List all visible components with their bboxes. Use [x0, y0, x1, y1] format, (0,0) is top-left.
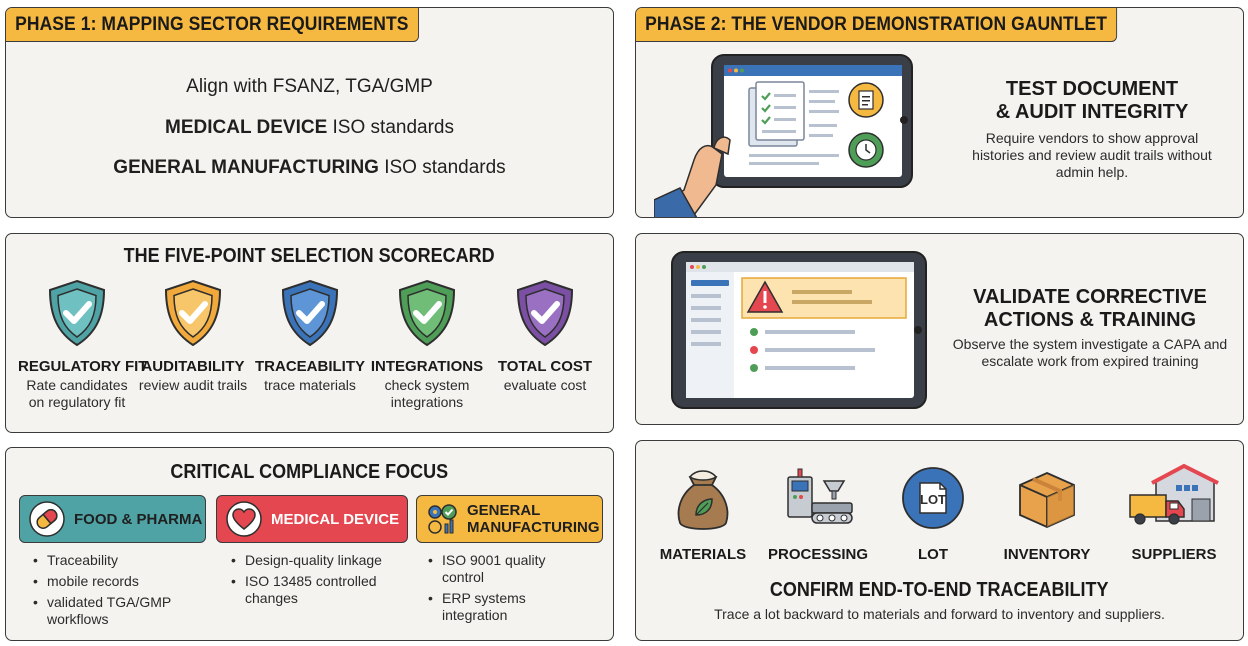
compliance-panel: CRITICAL COMPLIANCE FOCUS FOOD & PHARMA … — [5, 447, 614, 641]
criterion-desc: Rate candidates on regulatory fit — [26, 377, 128, 410]
shield-check-icon — [164, 279, 222, 347]
lot-badge-text: LOT — [920, 492, 946, 507]
traceability-title: CONFIRM END-TO-END TRACEABILITY — [770, 579, 1109, 601]
requirement-line-2: MEDICAL DEVICE ISO standards — [165, 117, 454, 138]
criterion-name: AUDITABILITY — [141, 358, 245, 375]
shield-check-icon — [398, 279, 456, 347]
shield-check-icon — [516, 279, 574, 347]
audit-desc: Require vendors to show approval histori… — [972, 130, 1212, 180]
flow-step-lot: LOT LOT — [878, 463, 988, 563]
requirement-line-1: Align with FSANZ, TGA/GMP — [186, 76, 433, 97]
criterion-desc: trace materials — [264, 377, 356, 393]
flow-label: PROCESSING — [767, 546, 869, 563]
flow-label: MATERIALS — [659, 546, 747, 563]
flow-step-suppliers: SUPPLIERS — [1119, 463, 1229, 563]
phase2-panel: PHASE 2: THE VENDOR DEMONSTRATION GAUNTL… — [635, 7, 1244, 218]
sector-name: GENERAL MANUFACTURING — [467, 502, 600, 536]
audit-title: TEST DOCUMENT & AUDIT INTEGRITY — [995, 78, 1189, 123]
truck-icon — [1129, 463, 1219, 525]
flow-step-inventory: INVENTORY — [992, 463, 1102, 563]
criterion-name: TRACEABILITY — [255, 358, 365, 375]
criterion-regulatory-fit: REGULATORY FIT Rate candidates on regula… — [18, 278, 148, 411]
flow-label: SUPPLIERS — [1131, 546, 1217, 563]
criterion-name: REGULATORY FIT — [18, 358, 148, 375]
phase2-label: PHASE 2: THE VENDOR DEMONSTRATION GAUNTL… — [636, 8, 1118, 42]
machine-icon — [787, 468, 853, 524]
flow-step-materials: MATERIALS — [648, 463, 758, 563]
capa-panel: VALIDATE CORRECTIVE ACTIONS & TRAINING O… — [635, 233, 1244, 425]
flow-label: LOT — [918, 546, 948, 563]
flow-label: INVENTORY — [1003, 546, 1091, 563]
sector-name: FOOD & PHARMA — [74, 510, 203, 528]
criterion-name: TOTAL COST — [497, 358, 593, 375]
criterion-desc: check system integrations — [384, 377, 470, 410]
criterion-total-cost: TOTAL COST evaluate cost — [486, 278, 604, 394]
gears-check-icon — [428, 504, 457, 534]
phase1-panel: PHASE 1: MAPPING SECTOR REQUIREMENTS Ali… — [5, 7, 614, 218]
criterion-traceability: TRACEABILITY trace materials — [251, 278, 369, 394]
criterion-desc: review audit trails — [138, 377, 248, 393]
heart-icon — [226, 501, 262, 537]
lot-icon: LOT — [902, 467, 964, 529]
list-item: ISO 9001 quality control — [428, 552, 588, 586]
list-item: Design-quality linkage — [231, 552, 411, 569]
tablet-documents-icon — [654, 54, 913, 217]
sector-chip-medical-device: MEDICAL DEVICE — [216, 495, 408, 543]
list-item: mobile records — [33, 573, 208, 590]
sector-chip-general-manufacturing: GENERAL MANUFACTURING — [416, 495, 603, 543]
general-manufacturing-bullets: ISO 9001 quality control ERP systems int… — [428, 552, 588, 628]
requirement-line-3: GENERAL MANUFACTURING ISO standards — [113, 157, 506, 178]
medical-device-bullets: Design-quality linkage ISO 13485 control… — [231, 552, 411, 611]
scorecard-title: THE FIVE-POINT SELECTION SCORECARD — [123, 245, 496, 267]
shield-check-icon — [281, 279, 339, 347]
criterion-auditability: AUDITABILITY review audit trails — [134, 278, 252, 394]
capa-title: VALIDATE CORRECTIVE ACTIONS & TRAINING — [973, 286, 1207, 331]
compliance-title: CRITICAL COMPLIANCE FOCUS — [170, 461, 449, 483]
sector-name: MEDICAL DEVICE — [271, 510, 400, 528]
list-item: Traceability — [33, 552, 208, 569]
list-item: ERP systems integration — [428, 590, 588, 624]
list-item: validated TGA/GMP workflows — [33, 594, 208, 628]
criterion-name: INTEGRATIONS — [370, 358, 484, 375]
box-icon — [1019, 472, 1075, 528]
phase1-label: PHASE 1: MAPPING SECTOR REQUIREMENTS — [6, 8, 419, 42]
scorecard-panel: THE FIVE-POINT SELECTION SCORECARD REGUL… — [5, 233, 614, 433]
pill-icon — [29, 501, 65, 537]
capa-desc: Observe the system investigate a CAPA an… — [952, 336, 1228, 369]
traceability-panel: MATERIALS PROCESSING LOT LOT — [635, 440, 1244, 641]
criterion-desc: evaluate cost — [503, 377, 587, 393]
tablet-alert-icon — [671, 251, 927, 409]
shield-check-icon — [48, 279, 106, 347]
criterion-integrations: INTEGRATIONS check system integrations — [368, 278, 486, 411]
food-pharma-bullets: Traceability mobile records validated TG… — [33, 552, 208, 632]
traceability-desc: Trace a lot backward to materials and fo… — [714, 606, 1165, 622]
sector-chip-food-pharma: FOOD & PHARMA — [19, 495, 206, 543]
flow-step-processing: PROCESSING — [763, 463, 873, 563]
sack-icon — [677, 470, 729, 530]
list-item: ISO 13485 controlled changes — [231, 573, 411, 607]
